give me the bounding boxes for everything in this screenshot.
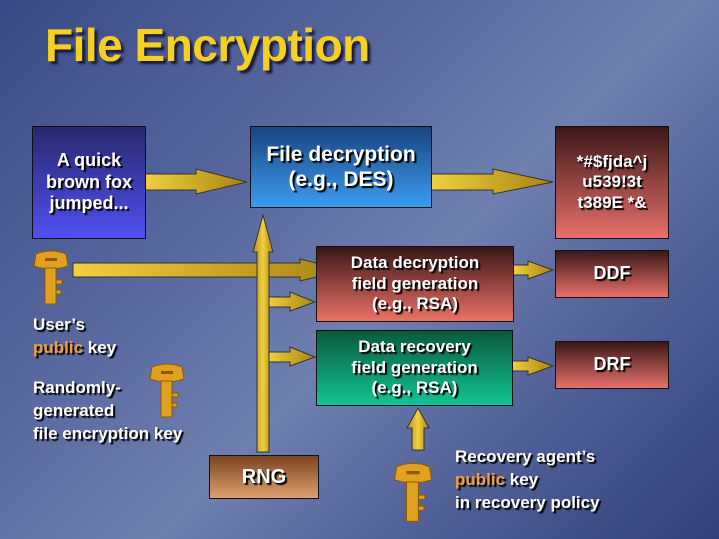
- ciphertext-line: t389E *&: [577, 192, 647, 212]
- arrow-decryption-to-ciphertext: [430, 168, 554, 195]
- drf-label: DRF: [593, 354, 631, 375]
- arrow-recoverykey-to-drf: [406, 406, 430, 451]
- label-line: User’s: [33, 315, 85, 334]
- plaintext-line: brown fox: [46, 171, 132, 192]
- arrow-userkey-to-ddf: [72, 258, 346, 282]
- drf-generation-line: Data recovery: [358, 337, 471, 357]
- label-rest: key: [83, 338, 117, 357]
- highlight-public: public: [455, 470, 506, 489]
- drf-generation-line: (e.g., RSA): [371, 378, 458, 398]
- file-decryption-example: (e.g., DES): [288, 168, 394, 191]
- ddf-label: DDF: [593, 263, 631, 284]
- ddf-generation-line: field generation: [351, 273, 479, 293]
- label-line: generated: [33, 401, 115, 420]
- arrow-rng-up-to-decryption: [252, 213, 274, 453]
- label-rest: key: [505, 470, 539, 489]
- arrow-plaintext-to-decryption: [144, 168, 248, 195]
- arrow-rng-to-drf: [267, 346, 317, 367]
- recovery-key-label: Recovery agent’s public key in recovery …: [455, 445, 600, 514]
- plaintext-line: A quick: [56, 150, 122, 171]
- arrow-rng-to-ddf: [267, 291, 317, 312]
- drf-generation-box: Data recovery field generation (e.g., RS…: [316, 330, 513, 406]
- plaintext-line: jumped...: [49, 193, 129, 214]
- ddf-generation-box: Data decryption field generation (e.g., …: [316, 246, 514, 322]
- user-public-key-icon: [33, 250, 69, 305]
- file-decryption-label: File decryption: [266, 142, 416, 166]
- drf-box: DRF: [555, 341, 669, 389]
- ddf-box: DDF: [555, 250, 669, 298]
- drf-generation-line: field generation: [351, 357, 478, 377]
- file-encryption-key-icon: [149, 363, 185, 418]
- label-line: in recovery policy: [455, 493, 600, 512]
- label-line: Randomly-: [33, 378, 121, 397]
- label-line: public key: [455, 468, 600, 491]
- user-public-key-label: User’s public key: [33, 313, 116, 359]
- label-line: Recovery agent’s: [455, 447, 596, 466]
- file-decryption-box: File decryption (e.g., DES): [250, 126, 432, 208]
- label-line: file encryption key: [33, 424, 183, 443]
- ddf-generation-line: Data decryption: [350, 253, 480, 273]
- ddf-generation-line: (e.g., RSA): [372, 294, 458, 314]
- arrow-drfgen-to-drf: [511, 356, 555, 376]
- rng-box: RNG: [209, 455, 319, 499]
- plaintext-box: A quick brown fox jumped...: [32, 126, 146, 239]
- slide-title: File Encryption: [45, 19, 370, 71]
- ciphertext-box: *#$fjda^j u539!3t t389E *&: [555, 126, 669, 239]
- recovery-agent-key-icon: [393, 462, 433, 522]
- random-key-label: Randomly- generated file encryption key: [33, 376, 182, 445]
- rng-label: RNG: [241, 466, 287, 488]
- label-line: public key: [33, 336, 116, 359]
- ciphertext-line: u539!3t: [582, 172, 642, 192]
- highlight-public: public: [33, 338, 84, 357]
- ciphertext-line: *#$fjda^j: [576, 151, 648, 171]
- arrow-ddfgen-to-ddf: [512, 260, 555, 280]
